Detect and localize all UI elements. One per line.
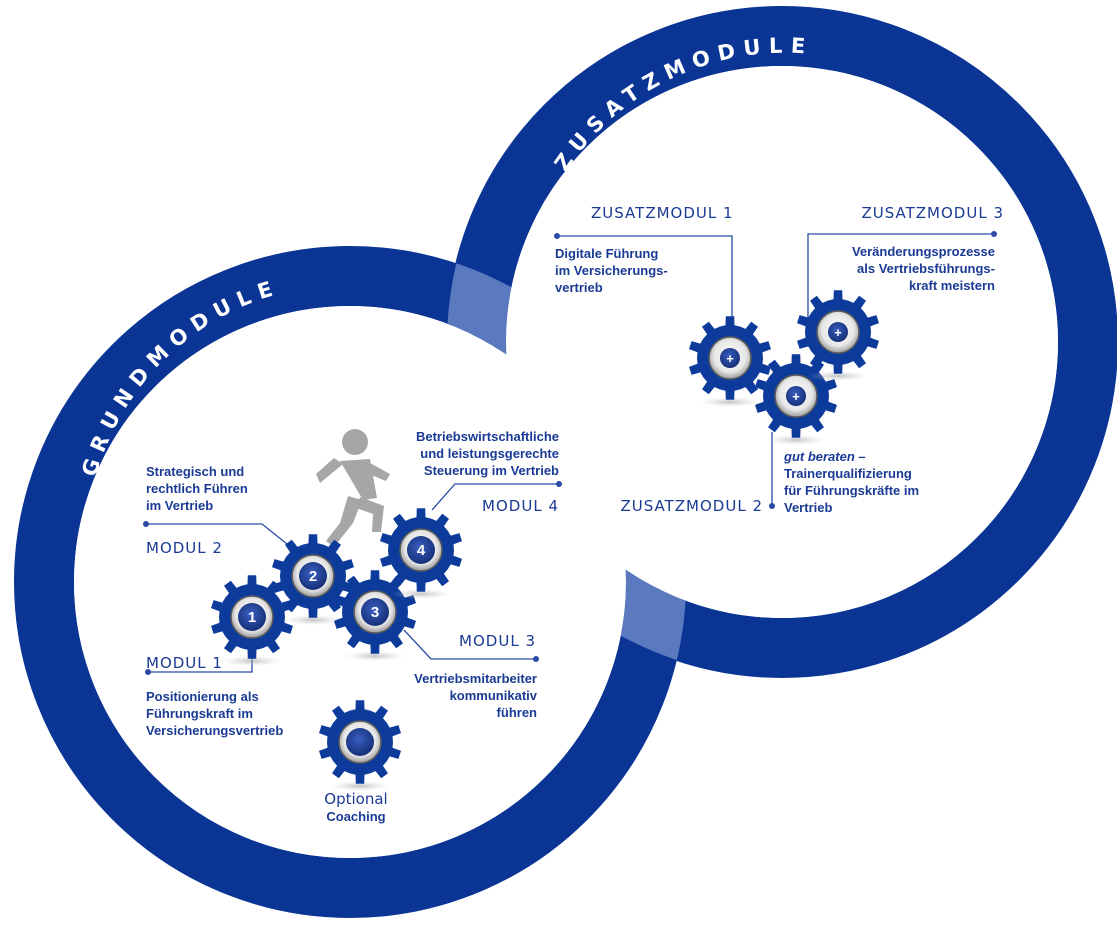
gear-center (407, 536, 435, 564)
leader-zusatzmodul-1 (557, 235, 733, 326)
zusatzmodul-3-group: ZUSATZMODUL 3 Veränderungsprozesse als V… (852, 204, 1004, 293)
gear-center (299, 562, 327, 590)
modul-3-desc-line-1: Vertriebsmitarbeiter (414, 671, 537, 686)
leader-dot-zusatzmodul-1 (554, 233, 560, 239)
zusatzmodul-3-desc-line-2: als Vertriebsführungs- (857, 261, 995, 276)
modul-2-label: MODUL 2 (146, 539, 223, 557)
modul-1-group: MODUL 1 Positionierung als Führungskraft… (146, 654, 283, 738)
gear-hub-rim (338, 720, 382, 764)
gear-hub-rim (816, 310, 860, 354)
gear-shadow (391, 589, 451, 599)
modul-3-group: MODUL 3 Vertriebsmitarbeiter kommunikati… (414, 632, 538, 720)
leader-lines (143, 231, 997, 675)
gear-shadow (700, 397, 760, 407)
gear-number: 2 (309, 568, 317, 585)
leader-modul-2 (146, 523, 293, 549)
zusatzmodul-1-label: ZUSATZMODUL 1 (591, 204, 734, 222)
modul-1-desc-line-2: Führungskraft im (146, 706, 253, 721)
zusatzmodul-2-desc-line-3: Vertrieb (784, 500, 832, 515)
gear-shadow (345, 651, 405, 661)
gear-icon-zusatzmodul-3: + (797, 290, 879, 381)
leader-dot-modul-4 (556, 481, 562, 487)
leader-modul-4 (431, 483, 559, 511)
zusatzmodul-3-label: ZUSATZMODUL 3 (861, 204, 1004, 222)
gear-plus-symbol: + (726, 351, 734, 366)
zusatzmodul-1-desc-line-2: im Versicherungs- (555, 263, 668, 278)
gear-hub-rim (399, 528, 443, 572)
gear-number: 1 (248, 609, 256, 626)
leader-zusatzmodul-3 (807, 233, 994, 318)
modul-3-desc-line-2: kommunikativ (450, 688, 538, 703)
zusatzmodul-2-desc-line-1: Trainerqualifizierung (784, 466, 912, 481)
zusatzmodul-2-desc-line-2: für Führungskräfte im (784, 483, 919, 498)
modul-1-desc-line-3: Versicherungsvertrieb (146, 723, 283, 738)
gear-shadow (222, 656, 282, 666)
modul-1-desc-line-1: Positionierung als (146, 689, 259, 704)
zusatzmodul-3-desc-line-3: kraft meistern (909, 278, 995, 293)
gear-center (720, 348, 740, 368)
gear-icon-modul-4: 4 (380, 508, 462, 599)
gear-center (346, 728, 374, 756)
gear-hub-rim (353, 590, 397, 634)
walking-person-icon (316, 429, 390, 547)
modul-4-desc-line-1: Betriebswirtschaftliche (416, 429, 559, 444)
leader-modul-3 (403, 629, 536, 660)
gear-icon-modul-2: 2 (272, 534, 354, 625)
gear-center (786, 386, 806, 406)
gear-icon-modul-3: 3 (334, 570, 416, 661)
gear-center (361, 598, 389, 626)
gear-number: 4 (417, 542, 426, 559)
zusatzmodul-1-desc-line-1: Digitale Führung (555, 246, 658, 261)
gear-plus-symbol: + (792, 389, 800, 404)
gear-center (828, 322, 848, 342)
gear-hub-rim (774, 374, 818, 418)
zusatzmodul-1-desc-line-3: vertrieb (555, 280, 603, 295)
gear-icon-modul-1: 1 (211, 575, 293, 666)
leader-dot-zusatzmodul-3 (991, 231, 997, 237)
zusatzmodul-1-group: ZUSATZMODUL 1 Digitale Führung im Versic… (555, 204, 734, 295)
zusatzmodul-3-desc-line-1: Veränderungsprozesse (852, 244, 995, 259)
zusatz-ring-inner-white (506, 66, 1058, 618)
modul-2-group: Strategisch und rechtlich Führen im Vert… (146, 464, 248, 557)
modul-3-label: MODUL 3 (459, 632, 536, 650)
modul-4-label: MODUL 4 (482, 497, 559, 515)
modul-2-desc-line-3: im Vertrieb (146, 498, 213, 513)
gear-icon-zusatzmodul-1: + (689, 316, 771, 407)
gear-center (238, 603, 266, 631)
modul-1-label: MODUL 1 (146, 654, 223, 672)
zusatzmodul-2-desc-italic: gut beraten – (783, 449, 866, 464)
coaching-label: Coaching (326, 809, 385, 824)
modul-2-desc-line-1: Strategisch und (146, 464, 244, 479)
gear-shadow (766, 435, 826, 445)
optional-coaching-group: Optional Coaching (324, 790, 387, 824)
gear-plus-symbol: + (834, 325, 842, 340)
leader-dot-modul-3 (533, 656, 539, 662)
gear-shadow (330, 781, 390, 791)
leader-dot-modul-1 (145, 669, 151, 675)
gear-icon-optional (319, 700, 401, 791)
zusatzmodul-2-group: ZUSATZMODUL 2 gut beraten – Trainerquali… (620, 449, 919, 515)
gears-layer: 1 2 3 4 + + + (211, 290, 879, 791)
modul-4-group: Betriebswirtschaftliche und leistungsger… (416, 429, 559, 515)
leader-dot-zusatzmodul-2 (769, 503, 775, 509)
modul-4-desc-line-3: Steuerung im Vertrieb (424, 463, 559, 478)
gear-shadow (808, 371, 868, 381)
gear-hub-rim (291, 554, 335, 598)
modul-4-desc-line-2: und leistungsgerechte (420, 446, 559, 461)
zusatzmodul-2-label: ZUSATZMODUL 2 (620, 497, 763, 515)
gear-hub-rim (230, 595, 274, 639)
gear-shadow (283, 615, 343, 625)
modul-3-desc-line-3: führen (497, 705, 538, 720)
modul-2-desc-line-2: rechtlich Führen (146, 481, 248, 496)
leader-dot-modul-2 (143, 521, 149, 527)
gear-number: 3 (371, 604, 379, 621)
gear-hub-rim (708, 336, 752, 380)
optional-label: Optional (324, 790, 387, 808)
